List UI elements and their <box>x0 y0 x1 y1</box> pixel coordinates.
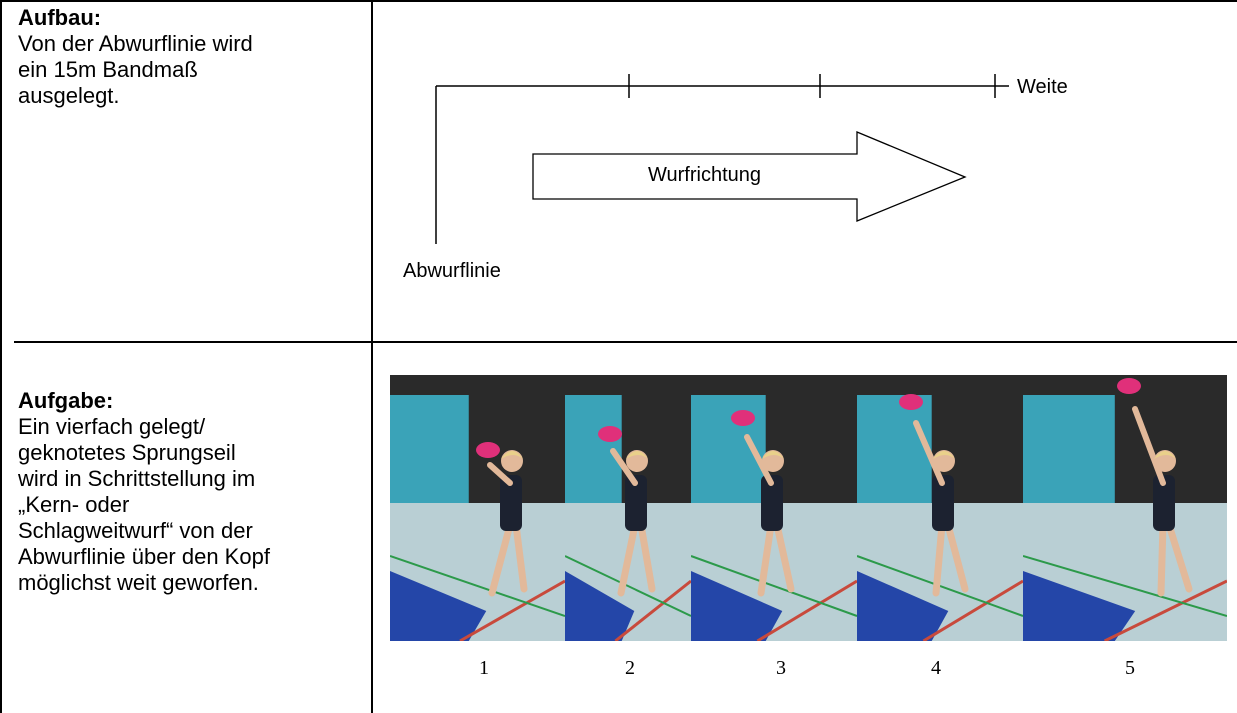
photo-number-4: 4 <box>931 657 941 679</box>
aufbau-text: Von der Abwurflinie wird ein 15m Bandmaß… <box>18 31 253 108</box>
distance-label: Weite <box>1017 76 1068 98</box>
photo-number-2: 2 <box>625 657 635 679</box>
photo-number-1: 1 <box>479 657 489 679</box>
table-row-divider-right <box>371 341 1237 343</box>
sequence-photo-2 <box>565 375 691 641</box>
sequence-photo-3 <box>691 375 857 641</box>
table-top-border <box>0 0 1237 2</box>
sequence-photo-1 <box>390 375 565 641</box>
throw-sequence-photos <box>390 375 1227 643</box>
aufgabe-cell: Aufgabe: Ein vierfach gelegt/ geknotetes… <box>18 388 368 596</box>
table-column-divider <box>371 0 373 713</box>
setup-diagram: Weite Abwurflinie Wurfrichtung <box>373 2 1237 341</box>
throw-line-label: Abwurflinie <box>403 260 501 282</box>
sequence-photo-5 <box>1023 375 1227 641</box>
aufbau-heading: Aufbau: <box>18 5 102 30</box>
sequence-photo-4 <box>857 375 1023 641</box>
table-row-divider-left <box>14 341 371 343</box>
photo-number-5: 5 <box>1125 657 1135 679</box>
setup-diagram-drawing <box>435 74 1009 244</box>
aufbau-cell: Aufbau: Von der Abwurflinie wird ein 15m… <box>18 5 368 109</box>
aufgabe-heading: Aufgabe: <box>18 388 114 413</box>
table-left-border <box>0 0 2 713</box>
arrow-label: Wurfrichtung <box>648 164 762 186</box>
throw-direction-arrow <box>532 131 967 222</box>
aufgabe-text: Ein vierfach gelegt/ geknotetes Sprungse… <box>18 414 270 595</box>
photo-number-3: 3 <box>776 657 786 679</box>
